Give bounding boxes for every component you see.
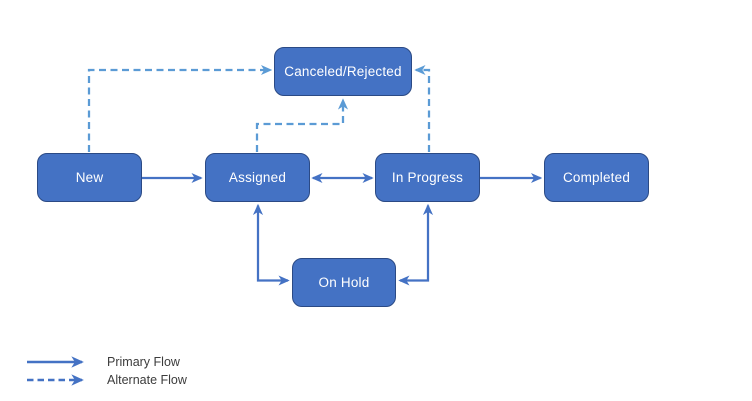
connector-inprogress-onhold-bidirectional [398,203,434,286]
node-assigned: Assigned [205,153,310,202]
node-new-label: New [75,170,104,185]
legend-primary-flow-label: Primary Flow [107,355,180,369]
node-completed: Completed [544,153,649,202]
node-in-progress-label: In Progress [391,170,464,185]
node-canceled-rejected: Canceled/Rejected [274,47,412,96]
connector-inprogress-to-canceled [414,64,431,152]
node-assigned-label: Assigned [228,170,287,185]
node-completed-label: Completed [562,170,631,185]
node-new: New [37,153,142,202]
connector-assigned-to-canceled [255,98,349,152]
connector-assigned-onhold-bidirectional [252,203,290,286]
node-on-hold-label: On Hold [318,275,370,290]
legend-alternate-flow-label: Alternate Flow [107,373,187,387]
node-on-hold: On Hold [292,258,396,307]
connector-new-to-canceled [87,64,273,152]
node-in-progress: In Progress [375,153,480,202]
node-canceled-rejected-label: Canceled/Rejected [284,64,402,79]
